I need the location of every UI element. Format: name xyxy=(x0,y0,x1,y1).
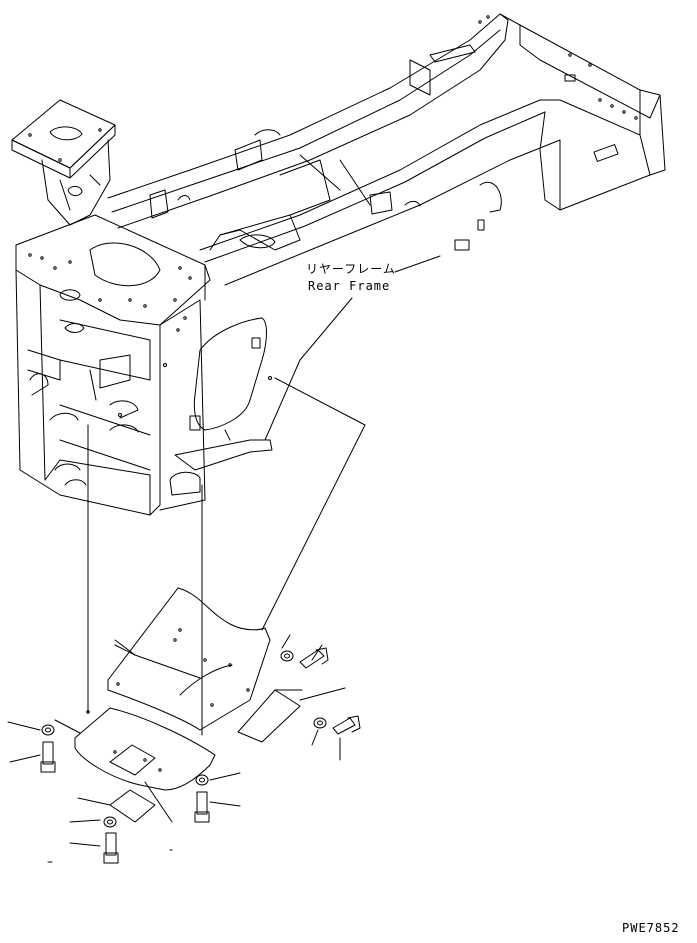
rear-frame-label-japanese: リヤーフレーム xyxy=(306,262,396,276)
small-square-cover xyxy=(78,790,155,822)
lower-cover-plate xyxy=(55,708,215,822)
small-triangle-cover xyxy=(238,690,302,742)
washers xyxy=(42,651,326,827)
rear-rivets xyxy=(479,16,637,119)
upper-cover-plate xyxy=(108,588,270,730)
rear-frame xyxy=(12,14,665,515)
leader-lines xyxy=(88,256,440,735)
drawing-code: PWE7852 xyxy=(622,921,680,935)
callout-ticks xyxy=(8,635,345,846)
rear-frame-label-english: Rear Frame xyxy=(308,279,391,293)
front-rivets xyxy=(29,129,191,331)
bolts xyxy=(41,648,360,863)
